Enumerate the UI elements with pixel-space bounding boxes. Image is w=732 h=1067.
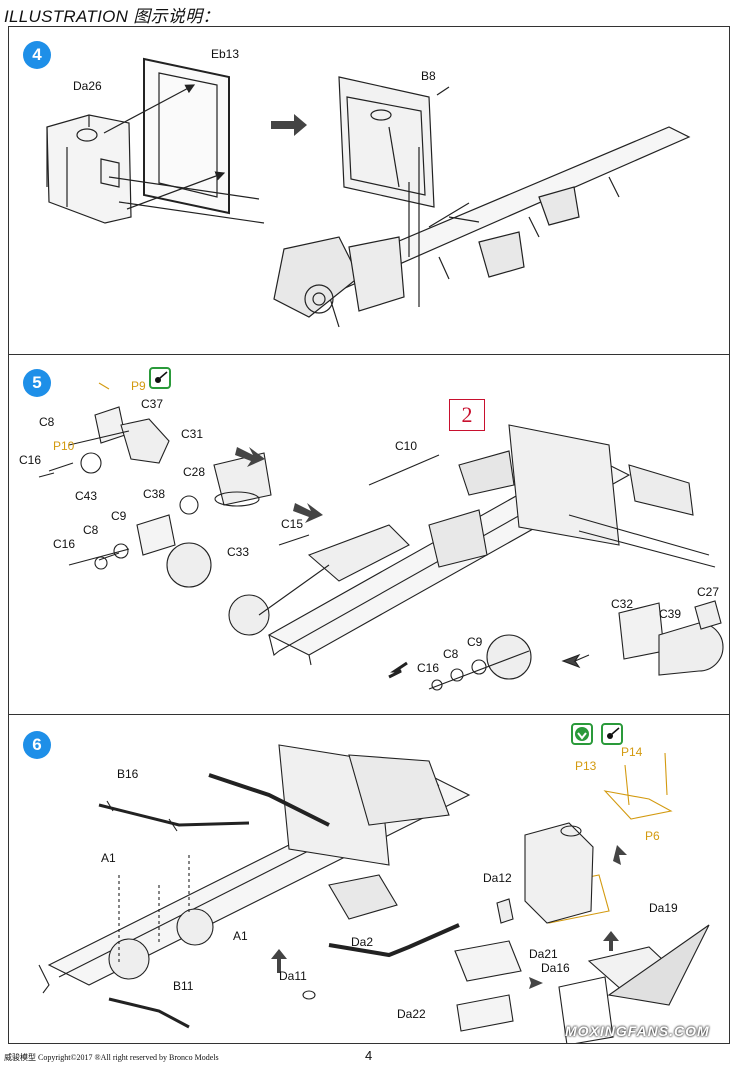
label-c39: C39	[659, 607, 682, 621]
cement-glue-icon	[149, 367, 171, 389]
illustration-header: ILLUSTRATION 图示说明：	[4, 7, 220, 26]
label-c16-2: C16	[53, 537, 76, 551]
label-c16-3: C16	[417, 661, 440, 675]
label-da26: Da26	[73, 79, 102, 93]
install-down-icon	[571, 723, 593, 745]
label-c9-2: C9	[467, 635, 483, 649]
cement-glue-icon	[601, 723, 623, 745]
label-c16-1: C16	[19, 453, 42, 467]
page-number: 4	[365, 1048, 373, 1063]
step-4-drawing	[46, 57, 691, 328]
label-da21: Da21	[529, 947, 558, 961]
watermark: MOXINGFANS.COM	[565, 1023, 710, 1039]
label-b11: B11	[173, 979, 194, 993]
label-p14: P14	[621, 745, 643, 759]
label-a1-2: A1	[233, 929, 248, 943]
label-b8: B8	[421, 69, 436, 83]
step-6-panel: 6	[8, 714, 730, 1044]
step-5-panel: 5 2	[8, 354, 730, 715]
label-c10: C10	[395, 439, 418, 453]
label-eb13: Eb13	[211, 47, 240, 61]
label-a1-1: A1	[101, 851, 116, 865]
label-c32: C32	[611, 597, 634, 611]
label-p9: P9	[131, 379, 146, 393]
label-c43: C43	[75, 489, 98, 503]
step-6-badge: 6	[23, 731, 51, 759]
label-c9-1: C9	[111, 509, 127, 523]
label-da11: Da11	[279, 969, 307, 983]
label-p10: P10	[53, 439, 75, 453]
step-5-badge: 5	[23, 369, 51, 397]
label-c37: C37	[141, 397, 164, 411]
label-p13: P13	[575, 759, 597, 773]
label-da19: Da19	[649, 901, 678, 915]
label-c27: C27	[697, 585, 720, 599]
step-4-panel: 4	[8, 26, 730, 355]
label-p6: P6	[645, 829, 660, 843]
footer-copyright: 威骏模型 Copyright©2017 ®All right reserved …	[4, 1053, 219, 1062]
step-4-badge: 4	[23, 41, 51, 69]
label-da16: Da16	[541, 961, 570, 975]
step-6-drawing	[38, 744, 710, 1043]
label-c28: C28	[183, 465, 206, 479]
label-c33: C33	[227, 545, 250, 559]
label-c8-2: C8	[83, 523, 99, 537]
label-c8-3: C8	[443, 647, 459, 661]
label-b16: B16	[117, 767, 139, 781]
label-c8-1: C8	[39, 415, 55, 429]
label-da22: Da22	[397, 1007, 426, 1021]
reference-marker: 2	[449, 399, 485, 431]
label-c31: C31	[181, 427, 204, 441]
label-c15: C15	[281, 517, 304, 531]
step-5-drawing	[38, 382, 724, 691]
label-da2: Da2	[351, 935, 374, 949]
label-c38: C38	[143, 487, 166, 501]
label-da12: Da12	[483, 871, 512, 885]
